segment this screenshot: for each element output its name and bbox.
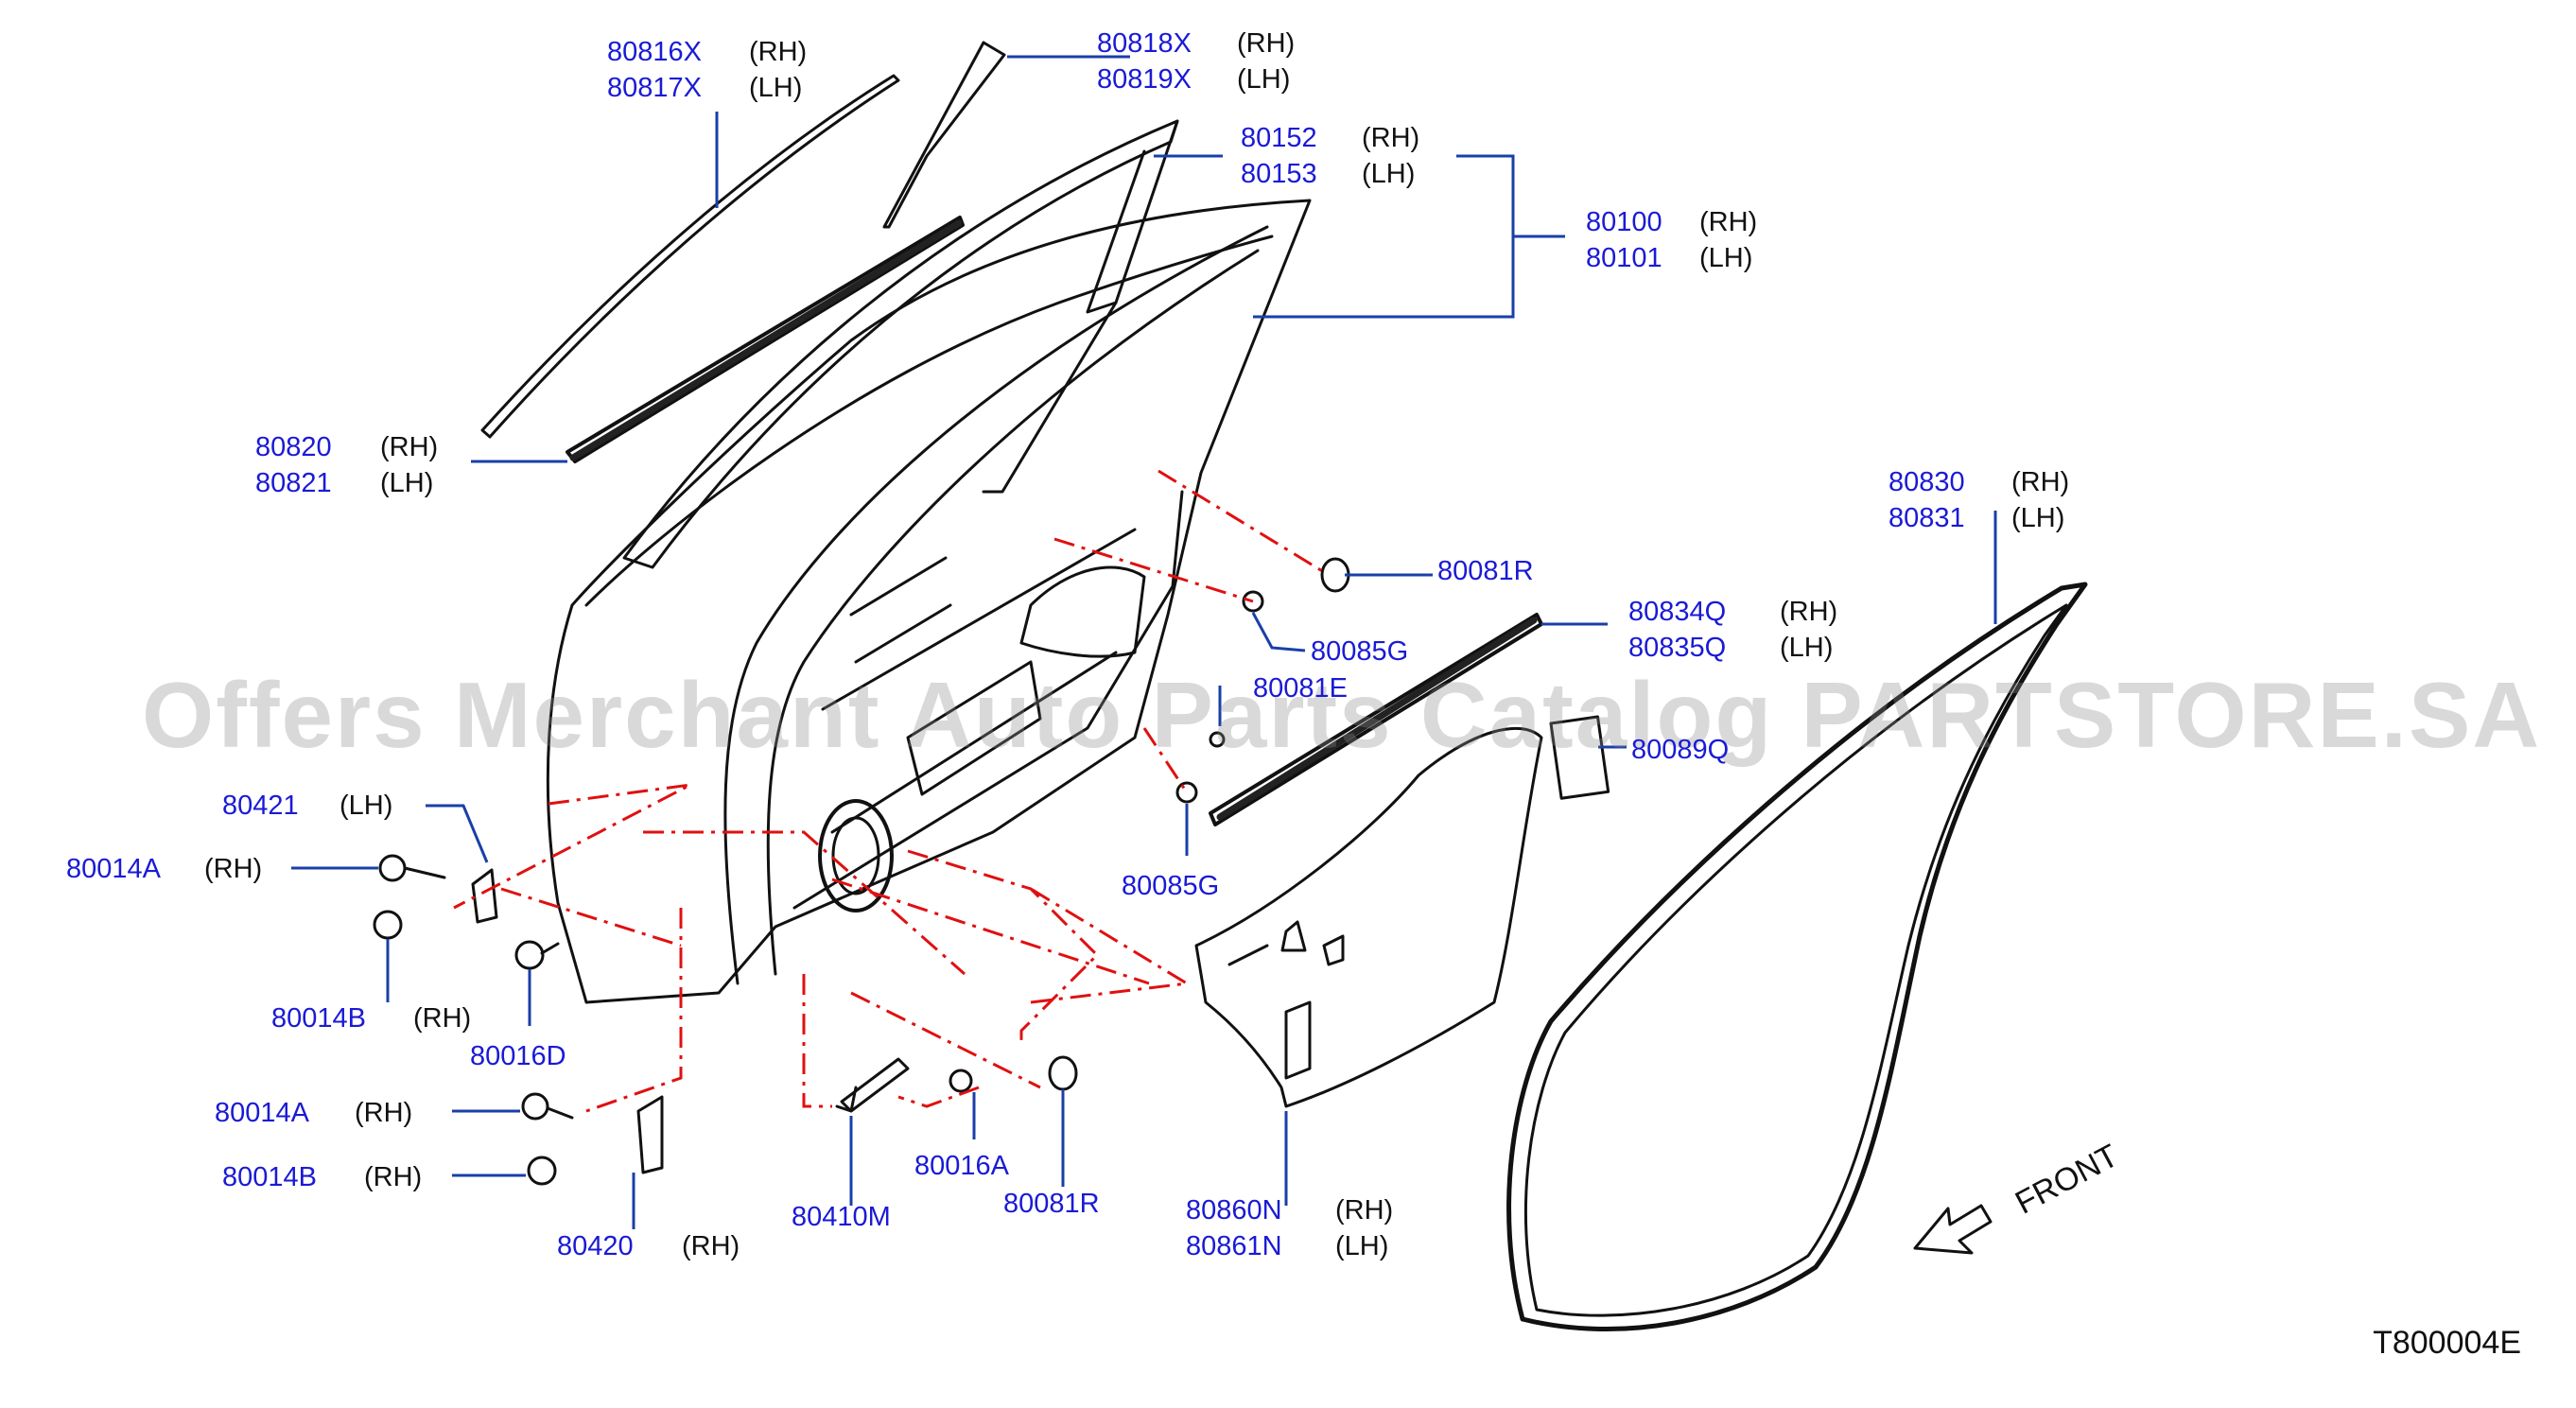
label-pn[interactable]: 80410M — [792, 1202, 891, 1232]
label-pn[interactable]: 80817X — [607, 73, 702, 103]
label-pn[interactable]: 80089Q — [1631, 735, 1730, 765]
label-pn[interactable]: 80081E — [1253, 673, 1348, 704]
label-pn[interactable]: 80100 — [1586, 207, 1662, 237]
label-side: (RH) — [204, 854, 263, 884]
label-pn[interactable]: 80421 — [222, 791, 299, 821]
leader-lines — [291, 55, 1997, 1229]
door-shell — [546, 199, 1312, 1004]
bolt-80016A — [949, 1069, 973, 1093]
label-side: (LH) — [339, 791, 393, 821]
sealing-screen — [1194, 726, 1543, 1108]
label-side: (LH) — [749, 73, 803, 103]
label-side: (LH) — [380, 468, 434, 498]
label-pn[interactable]: 80152 — [1241, 123, 1317, 153]
door-check-link — [840, 1057, 910, 1113]
bolt-80014A-lower — [521, 1092, 549, 1121]
label-pn[interactable]: 80834Q — [1628, 597, 1727, 627]
label-pn[interactable]: 80861N — [1186, 1231, 1282, 1261]
label-pn[interactable]: 80820 — [255, 432, 332, 462]
label-pn[interactable]: 80830 — [1888, 467, 1965, 497]
label-pn[interactable]: 80818X — [1097, 28, 1192, 59]
label-side: (RH) — [1237, 28, 1296, 59]
plug-80081R-lower — [1048, 1055, 1078, 1091]
label-side: (LH) — [1237, 64, 1291, 95]
label-pn[interactable]: 80085G — [1122, 871, 1220, 901]
plug-80081R-upper — [1320, 557, 1350, 593]
label-side: (LH) — [1362, 159, 1416, 189]
sash-cover — [882, 41, 1006, 229]
label-side: (RH) — [749, 37, 808, 67]
label-pn[interactable]: 80420 — [557, 1231, 634, 1261]
label-pn[interactable]: 80835Q — [1628, 633, 1727, 663]
label-pn[interactable]: 80816X — [607, 37, 702, 67]
nut-80014B-lower — [527, 1156, 557, 1186]
label-side: (RH) — [682, 1231, 740, 1261]
label-pn[interactable]: 80014A — [215, 1098, 309, 1128]
label-pn[interactable]: 80860N — [1186, 1195, 1282, 1225]
label-pn[interactable]: 80081R — [1003, 1189, 1100, 1219]
label-pn[interactable]: 80101 — [1586, 243, 1662, 273]
label-pn[interactable]: 80153 — [1241, 159, 1317, 189]
nut-80014B-upper — [373, 910, 403, 940]
bolt-80016D — [514, 940, 545, 970]
label-side: (RH) — [2011, 467, 2070, 497]
label-side: (RH) — [413, 1003, 472, 1034]
door-weatherstrip — [1506, 582, 2088, 1331]
label-pn[interactable]: 80819X — [1097, 64, 1192, 95]
front-arrow-icon — [1913, 1204, 1993, 1255]
label-pn[interactable]: 80016A — [914, 1151, 1009, 1181]
bolt-80014A-upper — [378, 854, 407, 882]
watermark: Offers Merchant Auto Parts Catalog PARTS… — [142, 663, 2542, 767]
hinge-upper — [471, 868, 498, 924]
assembly-lines — [453, 469, 1325, 1113]
label-side: (RH) — [1780, 597, 1838, 627]
door-moulding-outer — [480, 74, 900, 439]
label-pn[interactable]: 80085G — [1311, 636, 1409, 667]
label-side: (LH) — [1699, 243, 1753, 273]
label-pn[interactable]: 80016D — [470, 1041, 566, 1071]
diagram-code: T800004E — [2373, 1325, 2521, 1361]
label-side: (RH) — [355, 1098, 413, 1128]
label-pn[interactable]: 80831 — [1888, 503, 1965, 533]
label-pn[interactable]: 80081R — [1437, 556, 1534, 586]
label-pn[interactable]: 80014B — [222, 1162, 317, 1192]
label-side: (LH) — [1780, 633, 1834, 663]
clip-80081E — [1209, 731, 1226, 748]
label-pn[interactable]: 80821 — [255, 468, 332, 498]
label-side: (RH) — [380, 432, 439, 462]
label-side: (RH) — [1335, 1195, 1394, 1225]
label-side: (LH) — [1335, 1231, 1389, 1261]
grommet-80085G-upper — [1242, 590, 1264, 613]
label-side: (RH) — [1699, 207, 1758, 237]
grommet-80085G-lower — [1175, 781, 1198, 804]
label-side: (RH) — [1362, 123, 1420, 153]
label-pn[interactable]: 80014A — [66, 854, 161, 884]
label-pn[interactable]: 80014B — [271, 1003, 366, 1034]
label-side: (LH) — [2011, 503, 2065, 533]
hinge-lower — [636, 1095, 664, 1174]
label-side: (RH) — [364, 1162, 423, 1192]
